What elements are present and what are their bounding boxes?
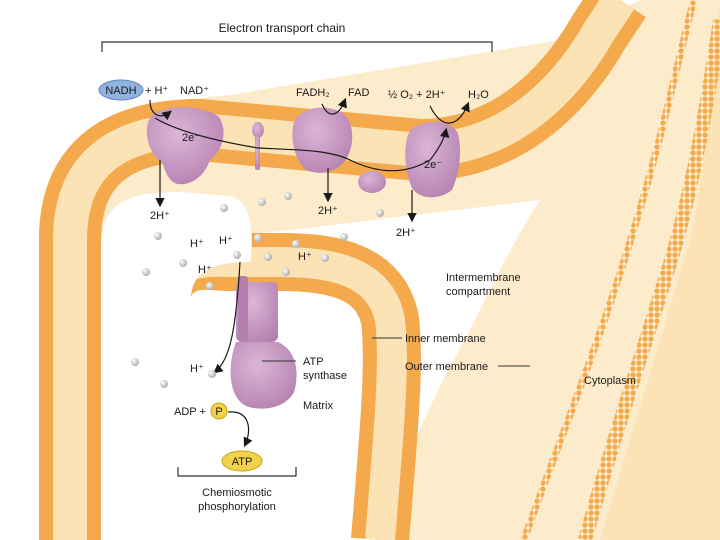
chemiosmotic-label-2: phosphorylation [198,501,276,513]
atp-formation-arrow [227,411,253,448]
complex-iv [405,121,460,198]
atp-badge [221,450,263,472]
phosphate-label: P [215,406,222,418]
proton-pair-label-3: 2H⁺ [396,227,416,239]
matrix-region [101,192,252,540]
electron-path [154,117,450,172]
electrons-label-1: 2e⁻ [182,132,200,144]
oxygen-arrow [429,101,470,124]
proton-pair-label-1: 2H⁺ [150,210,170,222]
outer-membrane-label: Outer membrane [405,361,488,373]
complex-ii [292,107,353,173]
hydrogen-ions [131,192,384,388]
chemiosmotic-label-1: Chemiosmotic [202,487,272,499]
ubiquinone [252,122,264,170]
nadh-arrow [149,99,172,121]
intermembrane-label-2: compartment [446,286,510,298]
fadh2-label: FADH₂ [296,87,330,99]
etc-bracket [101,41,493,52]
nadh-plus-label: + H⁺ [145,85,168,97]
oxygen-label: ½ O₂ + 2H⁺ [388,89,446,101]
proton-label-3: H⁺ [198,264,212,276]
proton-label-2: H⁺ [219,235,233,247]
proton-label-1: H⁺ [190,238,204,250]
proton-pair-label-2: 2H⁺ [318,205,338,217]
phosphate-badge [210,402,228,420]
matrix-label: Matrix [303,400,333,412]
inner-membrane-label: Inner membrane [405,333,486,345]
fad-label: FAD [348,87,369,99]
atp-synthase [230,276,297,409]
atp-synthase-label-1: ATP [303,356,324,368]
nadh-badge [98,79,144,101]
adp-label: ADP + [174,406,206,418]
fadh2-arrow [321,97,347,115]
complex-i [146,107,224,185]
proton-return-arrow [213,261,241,374]
header-title: Electron transport chain [219,21,346,35]
cytoplasm-label: Cytoplasm [584,375,636,387]
nad-label: NAD⁺ [180,85,209,97]
atp-synthase-label-2: synthase [303,370,347,382]
electrons-label-2: 2e⁻ [424,159,442,171]
nadh-label: NADH [105,85,136,97]
proton-matrix-label: H⁺ [190,363,204,375]
atp-label: ATP [232,456,253,468]
cytochrome-c [358,171,386,193]
proton-label-4: H⁺ [298,251,312,263]
water-label: H₂O [468,89,489,101]
intermembrane-label-1: Intermembrane [446,272,521,284]
chemiosmotic-bracket [177,467,297,477]
